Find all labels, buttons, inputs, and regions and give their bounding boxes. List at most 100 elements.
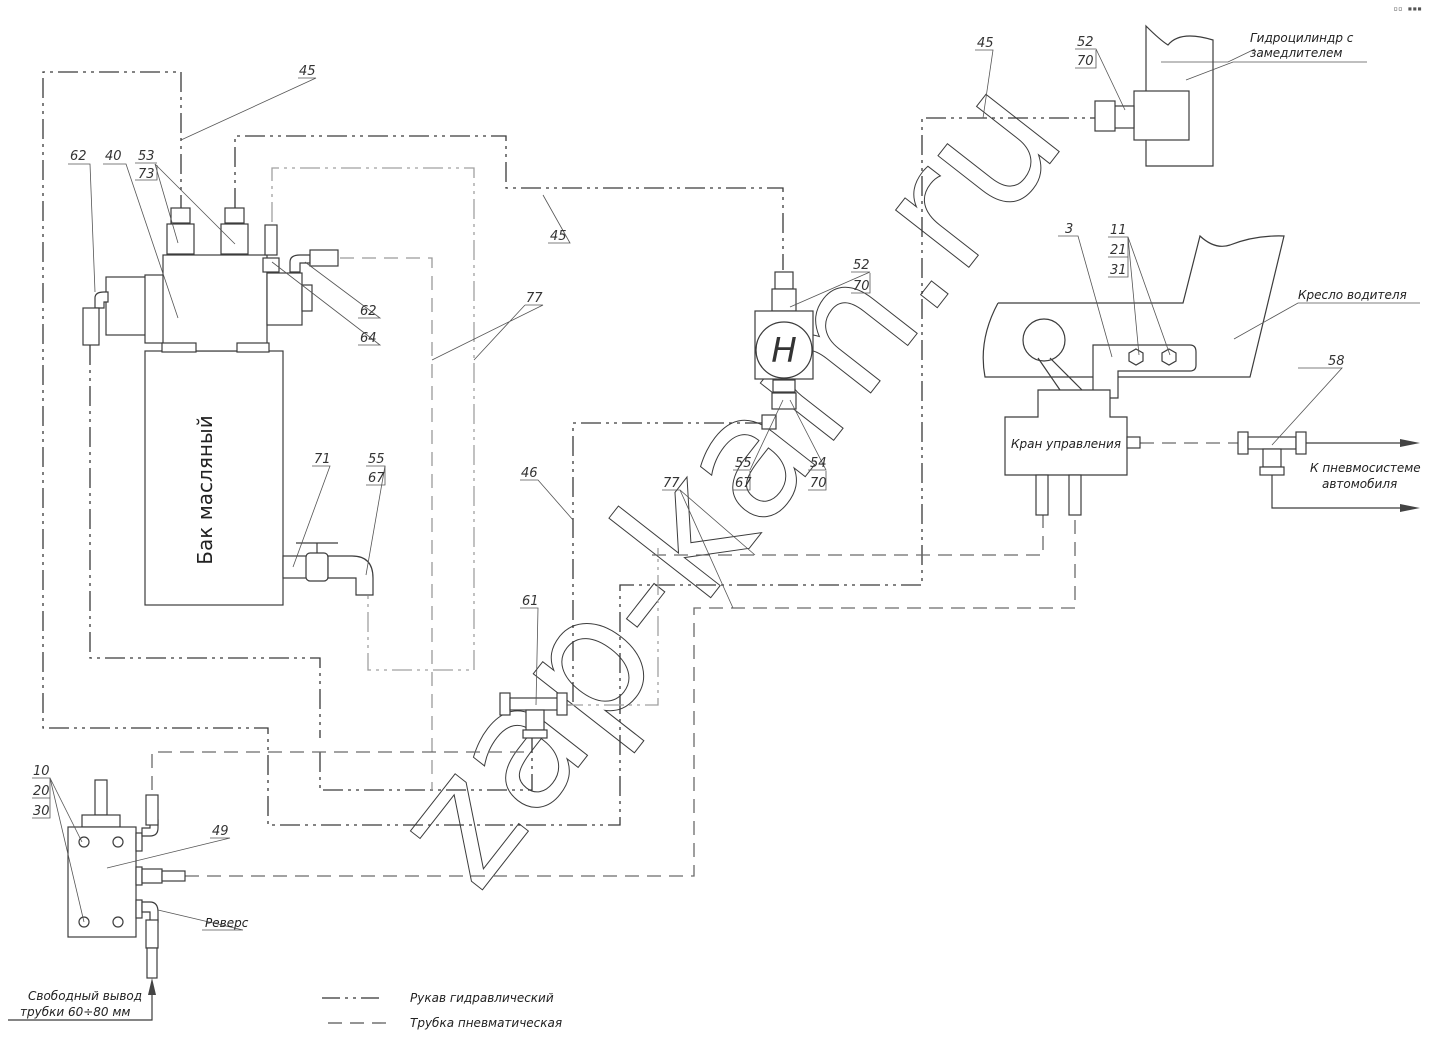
callout-45: 45: [977, 36, 994, 51]
callout-21: 21: [1110, 243, 1127, 258]
tank-body: [144, 350, 284, 606]
pump-elbow: [761, 414, 777, 430]
leader-52-cyl: [1075, 48, 1126, 111]
callout-55: 55: [735, 456, 752, 471]
cylinder-block: [1133, 90, 1190, 141]
bolt-10d: [112, 916, 124, 928]
window-corner-controls[interactable]: ▫▫ ▪▪▪: [1393, 4, 1422, 13]
pump-fitting-bottom: [772, 379, 796, 393]
callout-58: 58: [1328, 354, 1345, 369]
leader-3: [1058, 235, 1113, 358]
callout-30: 30: [33, 804, 50, 819]
callout-70: 70: [853, 279, 870, 294]
reverse-elbow-bottom: [141, 901, 159, 923]
callout-45: 45: [550, 229, 567, 244]
to-pneumatic-label-1: К пневмосистеме: [1310, 461, 1421, 475]
leader-77-top: [431, 304, 544, 361]
elbow-62-left-fitting: [82, 307, 100, 346]
leader-58: [1271, 367, 1343, 446]
hose-inner-loop: [89, 345, 533, 791]
pump-fitting-top-nut: [771, 288, 797, 312]
leader-driver-seat: [1233, 302, 1420, 340]
fitting-64-nut: [262, 257, 280, 273]
bolt-10a: [78, 836, 90, 848]
bolt-11a: [1128, 348, 1144, 366]
callout-62: 62: [70, 149, 87, 164]
fitting-53-right: [224, 207, 245, 224]
hose-77-mid: [563, 548, 659, 706]
elbow-55-tank: [327, 555, 374, 596]
callout-31: 31: [1110, 263, 1127, 278]
reverse-fitting-top: [145, 794, 159, 826]
bolt-10b: [112, 836, 124, 848]
oil-tank: Бак масляный: [82, 207, 374, 606]
tee-61-stem: [525, 709, 545, 731]
arrow-up-icon: [148, 978, 156, 995]
pneumatic-lines: [151, 257, 1238, 877]
tank-head-block: [162, 254, 268, 352]
tube-valve-right: [185, 515, 1076, 877]
box-20-30: [32, 778, 51, 819]
callout-labels: 62 40 53 73 45 45 62 64 77 71 55 67 52 7…: [33, 35, 1345, 839]
tank-head-left: [105, 276, 153, 336]
legend-hydraulic-label: Рукав гидравлический: [410, 991, 554, 1005]
callout-3: 3: [1065, 222, 1073, 237]
tee-58-bottom-cap: [1259, 466, 1285, 476]
tee-61-body: [509, 697, 561, 711]
valve-71: [305, 552, 329, 582]
leader-45-top: [180, 77, 317, 141]
callout-77: 77: [526, 291, 543, 306]
hydrocylinder-leader: [1185, 61, 1367, 81]
seat-outline: [982, 234, 1285, 378]
leader-52-pump: [789, 271, 871, 308]
cylinder-fitting-nut: [1113, 105, 1135, 129]
free-outlet-tube: [146, 947, 158, 979]
control-valve-body[interactable]: [1004, 389, 1128, 476]
callout-45: 45: [299, 64, 316, 79]
reverse-port-top: [135, 832, 143, 852]
watermark-text: zap-kam.ru: [354, 43, 1101, 921]
tank-foot-left: [161, 342, 197, 353]
tee-61-bottom-cap: [522, 729, 548, 739]
fitting-53-right-nut: [220, 223, 249, 255]
callout-53: 53: [138, 149, 155, 164]
tee-58-body: [1247, 436, 1297, 450]
free-outlet-leader: [8, 995, 153, 1021]
reverse-valve-stem: [94, 779, 108, 816]
callout-40: 40: [105, 149, 122, 164]
leader-reverse: [157, 909, 244, 931]
reverse-fitting-bottom: [145, 919, 159, 949]
control-valve-side-port: [1126, 436, 1141, 449]
driver-seat: [982, 234, 1285, 399]
to-pneumatic-label-2: автомобиля: [1322, 477, 1397, 491]
leader-45-right: [975, 49, 994, 119]
callout-77: 77: [663, 476, 680, 491]
leader-64: [271, 261, 382, 346]
hydro-cylinder-label-2: замедлителем: [1250, 46, 1342, 60]
reverse-port-mid: [135, 866, 143, 886]
tee-58-left-cap: [1237, 431, 1249, 455]
leader-40: [103, 163, 179, 319]
callout-49: 49: [212, 824, 229, 839]
callout-67: 67: [368, 471, 385, 486]
component-labels: Гидроцилиндр с замедлителем Кресло водит…: [20, 31, 1421, 1019]
reverse-valve-body: [67, 826, 137, 938]
hydro-cylinder-label-1: Гидроцилиндр с: [1250, 31, 1354, 45]
leader-77-mid: [662, 489, 756, 609]
leader-62-left: [68, 163, 96, 293]
cylinder-frame: [1145, 24, 1214, 167]
pump: Н: [754, 271, 814, 430]
callout-71: 71: [314, 452, 331, 467]
leader-lines: [32, 48, 1420, 931]
tank-foot-right: [236, 342, 270, 353]
control-valve[interactable]: Кран управления: [1004, 389, 1141, 516]
leader-71: [292, 465, 331, 568]
leader-49: [106, 837, 231, 869]
pump-fitting-bottom-nut: [771, 392, 797, 410]
pneumatic-out-line-2: [1271, 475, 1400, 509]
elbow-62-left: [94, 291, 109, 309]
leader-53: [135, 162, 236, 245]
reverse-port-bottom: [135, 899, 143, 919]
leader-62-right: [304, 261, 382, 319]
callout-54: 54: [810, 456, 827, 471]
